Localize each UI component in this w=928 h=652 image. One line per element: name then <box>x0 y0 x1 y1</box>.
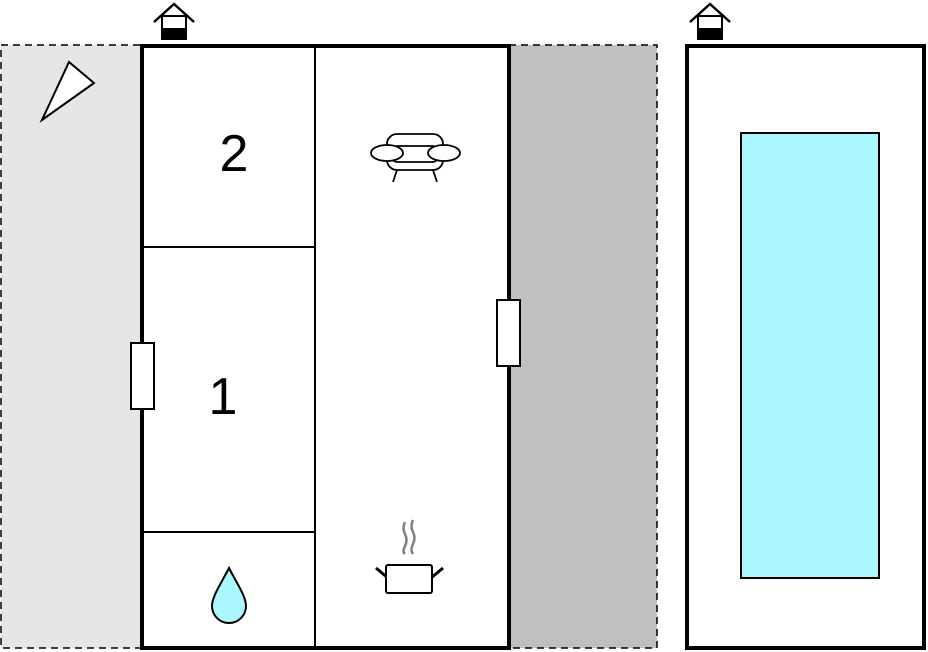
house-entrance-icon <box>153 2 195 40</box>
door-left <box>130 342 155 410</box>
house-entrance-icon <box>689 2 731 40</box>
triangle-marker-icon <box>39 60 96 124</box>
sofa-icon <box>370 133 461 183</box>
door-right <box>496 299 521 367</box>
cooking-pot-icon <box>375 519 444 594</box>
house-outline <box>140 44 511 650</box>
terrace-right-fill <box>509 46 656 647</box>
terrace-left <box>0 44 143 649</box>
swimming-pool <box>740 132 880 579</box>
water-drop-icon <box>210 565 248 624</box>
room-number-1: 1 <box>209 368 238 426</box>
room-number-2: 2 <box>220 125 249 183</box>
